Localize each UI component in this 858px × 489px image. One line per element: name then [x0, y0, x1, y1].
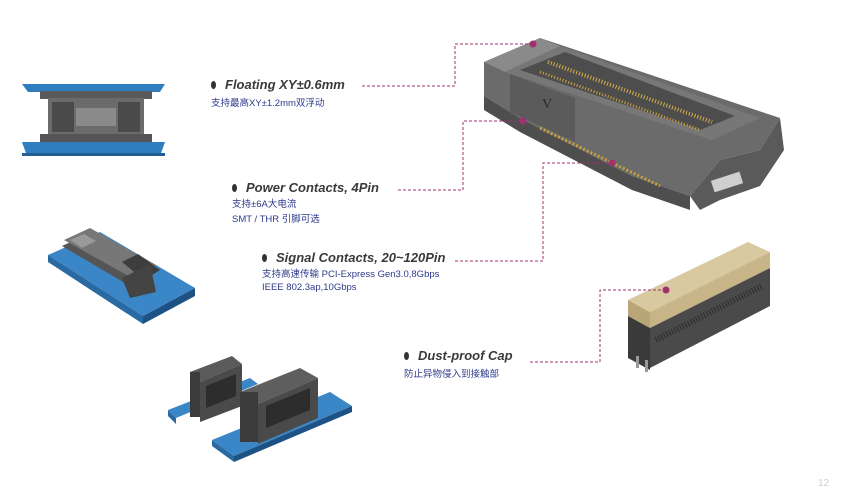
page-number: 12 [818, 478, 830, 489]
bullet-icon [404, 351, 409, 360]
dual-connector-image [168, 356, 352, 462]
feature-power: Power Contacts, 4Pin 支持±6A大电流 SMT / THR … [232, 180, 379, 226]
feature-dust-cap: Dust-proof Cap 防止异物侵入到接触部 [404, 348, 513, 381]
main-connector-image: V [484, 38, 784, 210]
feature-title: Power Contacts, 4Pin [246, 180, 379, 195]
floating-connector-image [22, 84, 165, 156]
dust-cap-connector-image [628, 242, 770, 372]
feature-line: 支持最高XY±1.2mm双浮动 [211, 98, 325, 109]
bullet-icon [211, 80, 216, 89]
feature-line: IEEE 802.3ap,10Gbps [262, 282, 357, 293]
callout-lines [362, 43, 665, 363]
feature-line: 支持高速传输 PCI-Express Gen3.0,8Gbps [262, 269, 440, 280]
feature-line: 支持±6A大电流 [232, 199, 297, 210]
feature-floating: Floating XY±0.6mm 支持最高XY±1.2mm双浮动 [211, 77, 345, 110]
bullet-icon [232, 183, 237, 192]
feature-title: Signal Contacts, 20~120Pin [276, 250, 446, 265]
svg-text:V: V [542, 97, 552, 112]
feature-line: SMT / THR 引脚可选 [232, 214, 320, 225]
feature-title: Floating XY±0.6mm [225, 77, 345, 92]
board-connector-image [48, 228, 195, 324]
callout-dots [519, 40, 670, 294]
feature-title: Dust-proof Cap [418, 348, 513, 363]
bullet-icon [262, 253, 267, 262]
feature-signal: Signal Contacts, 20~120Pin 支持高速传输 PCI-Ex… [262, 250, 445, 294]
feature-line: 防止异物侵入到接触部 [404, 369, 500, 380]
